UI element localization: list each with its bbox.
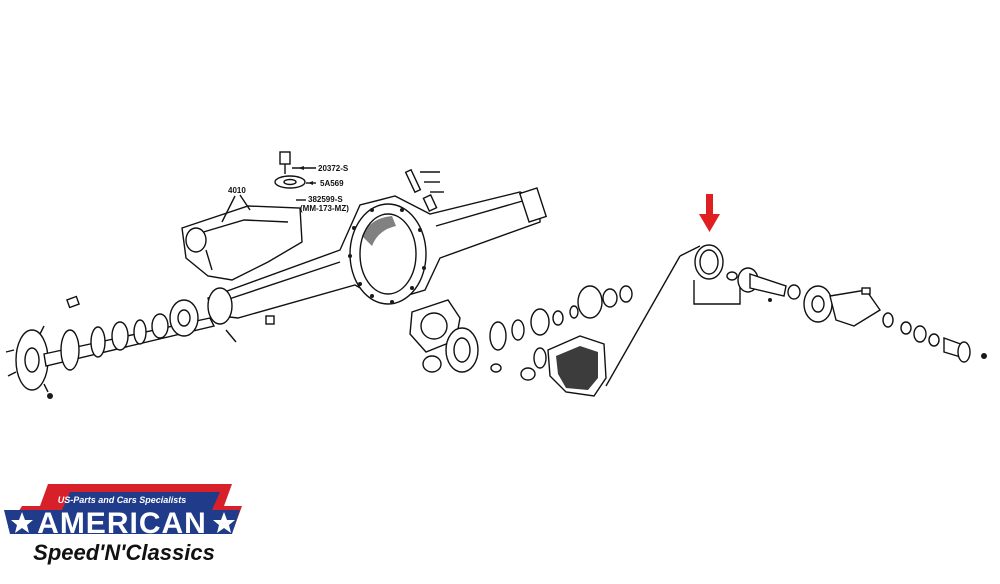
logo-name: AMERICAN	[37, 507, 207, 540]
logo-star-right	[213, 512, 235, 533]
arrow-head	[699, 214, 720, 232]
spring-bracket	[181, 194, 303, 281]
american-speed-classics-logo: US-Parts and Cars Specialists AMERICAN S…	[4, 484, 242, 565]
label-4010: 4010	[228, 186, 246, 195]
label-382599-s: 382599-S	[308, 195, 343, 204]
logo-subtitle: Speed'N'Classics	[33, 540, 215, 565]
red-indicator-arrow	[699, 194, 720, 232]
carrier-gasket-ring-gear	[409, 285, 633, 381]
breather-parts	[404, 168, 444, 212]
axle-housing	[207, 187, 548, 325]
left-axle-assembly	[5, 295, 275, 399]
pinion-assembly	[726, 267, 987, 363]
label-mm-173-mz: (MM-173-MZ)	[300, 204, 349, 213]
logo-tagline: US-Parts and Cars Specialists	[58, 495, 187, 505]
logo-banner-blue	[4, 492, 240, 534]
label-5a569: 5A569	[320, 179, 344, 188]
arrow-shaft	[706, 194, 713, 216]
logo-star-left	[11, 512, 33, 533]
label-20372-s: 20372-S	[318, 164, 349, 173]
differential-carrier	[547, 245, 701, 397]
highlighted-bearing-cup	[693, 244, 741, 305]
top-bolt-stack	[274, 151, 316, 201]
